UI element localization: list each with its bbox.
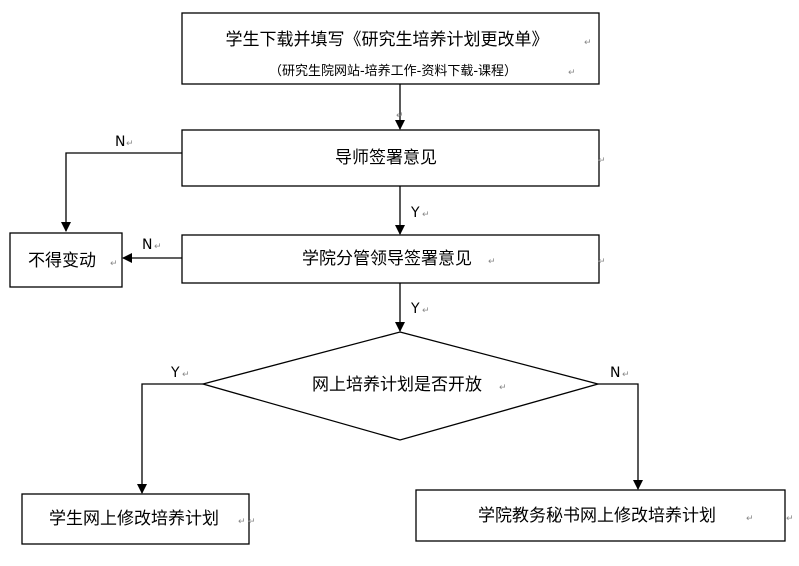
paragraph-mark: ↵: [110, 259, 118, 269]
edge-label-supervisor-yes: Y: [410, 205, 420, 221]
student-edit-label: 学生网上修改培养计划: [49, 509, 219, 529]
decision-diamond: [200, 331, 601, 441]
student-edit-box: [21, 493, 250, 545]
start-title: 学生下载并填写《研究生培养计划更改单》: [226, 30, 549, 50]
start-box: [181, 12, 600, 85]
paragraph-mark: ↵: [499, 383, 507, 393]
paragraph-mark: ↵: [182, 370, 190, 380]
supervisor-box: [181, 129, 600, 187]
paragraph-mark: ↵: [154, 242, 162, 252]
edge-supervisor-to-rejected: [61, 152, 182, 232]
paragraph-marks: ↵ ↵ ↵ ↵ ↵ ↵ ↵ ↵ ↵ ↵ ↵ ↵ ↵ ↵ ↵ ↵ ↵ ↵: [110, 38, 794, 527]
paragraph-mark: ↵: [598, 257, 606, 267]
edge-label-dean-yes: Y: [410, 301, 420, 317]
start-subtitle: （研究生院网站-培养工作-资料下载-课程）: [269, 63, 517, 79]
paragraph-mark: ↵: [568, 68, 576, 78]
paragraph-mark: ↵: [746, 514, 754, 524]
paragraph-mark: ↵: [238, 517, 246, 527]
dean-label: 学院分管领导签署意见: [302, 249, 472, 269]
paragraph-mark: ↵: [422, 306, 430, 316]
paragraph-mark: ↵: [622, 370, 630, 380]
paragraph-mark: ↵: [488, 257, 496, 267]
paragraph-mark: ↵: [584, 38, 592, 48]
edge-decision-to-student: [137, 383, 203, 494]
rejected-box: [9, 232, 123, 288]
decision-label: 网上培养计划是否开放: [312, 375, 482, 395]
paragraph-mark: ↵: [598, 156, 606, 166]
edge-decision-to-secretary: [598, 383, 643, 490]
secretary-edit-box: [415, 489, 786, 542]
paragraph-mark: ↵: [422, 210, 430, 220]
paragraph-mark: ↵: [126, 139, 134, 149]
edge-label-decision-yes: Y: [170, 365, 180, 381]
edge-label-decision-no: N: [610, 365, 620, 381]
paragraph-mark: ↵: [786, 514, 794, 524]
paragraph-mark: ↵: [396, 111, 404, 121]
supervisor-label: 导师签署意见: [335, 148, 437, 168]
rejected-label: 不得变动: [28, 251, 96, 271]
edge-label-supervisor-no: N: [115, 134, 125, 150]
secretary-edit-label: 学院教务秘书网上修改培养计划: [478, 506, 716, 526]
edge-label-dean-no: N: [142, 237, 152, 253]
paragraph-mark: ↵: [248, 517, 256, 527]
dean-box: [181, 234, 600, 284]
